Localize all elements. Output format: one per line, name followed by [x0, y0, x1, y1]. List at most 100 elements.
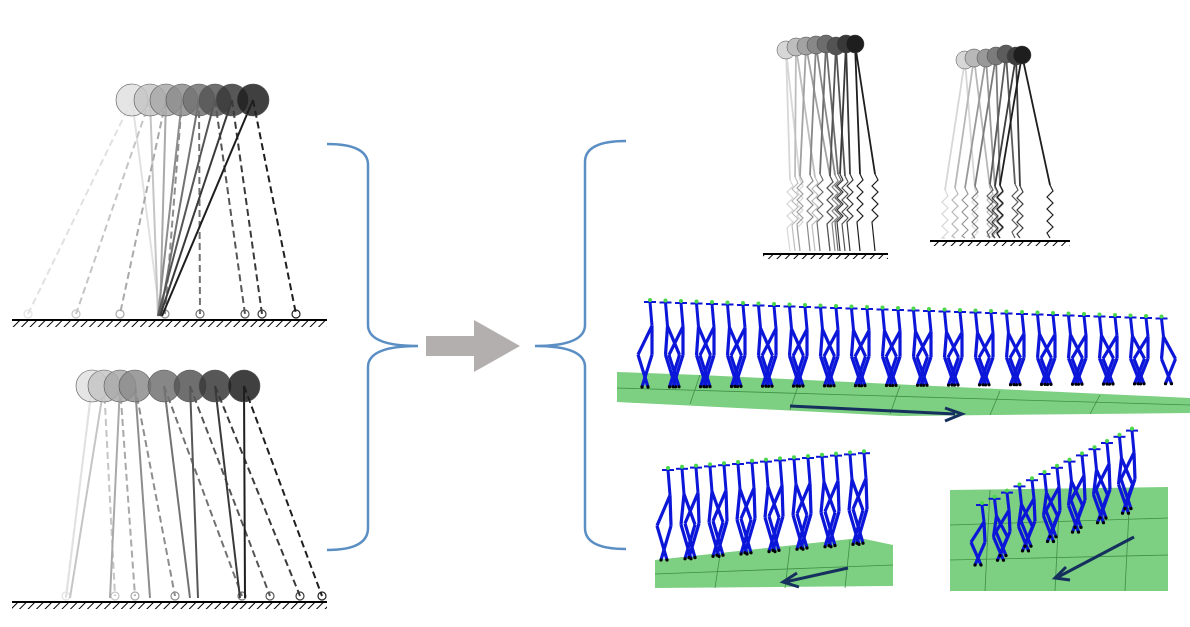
humanoid-shin — [1160, 358, 1173, 385]
leg-rod — [989, 53, 1007, 185]
humanoid-thigh — [864, 478, 869, 510]
humanoid-marker — [973, 308, 978, 313]
humanoid-torso — [1160, 318, 1165, 337]
humanoid-torso — [1129, 317, 1134, 337]
humanoid-thigh — [982, 521, 987, 543]
humanoid-thigh — [994, 509, 1011, 533]
humanoid-foot — [721, 553, 725, 557]
stance-leg — [134, 385, 151, 599]
humanoid-torso — [1144, 317, 1150, 337]
humanoid-shin — [853, 355, 867, 387]
humanoid-foot — [1070, 382, 1075, 386]
humanoid-thigh — [728, 326, 743, 356]
humanoid-shin — [715, 520, 729, 556]
humanoid-thigh — [735, 489, 742, 520]
humanoid-foot — [671, 385, 675, 389]
humanoid-thigh — [694, 326, 701, 356]
stance-leg — [157, 99, 183, 317]
leg-spring — [971, 185, 979, 239]
leg-rod — [999, 54, 1023, 186]
humanoid-torso — [862, 453, 868, 479]
left-bracket — [326, 142, 419, 552]
humanoid-thigh — [729, 327, 747, 357]
humanoid-shin — [1074, 357, 1088, 385]
humanoid-marker — [764, 457, 768, 462]
foot — [240, 309, 250, 319]
humanoid-thigh — [808, 483, 813, 514]
humanoid-torso — [722, 465, 728, 491]
swing-leg — [231, 99, 263, 315]
humanoid-foot — [1073, 525, 1077, 530]
humanoid-marker — [1055, 463, 1059, 468]
humanoid-foot — [823, 545, 827, 549]
humanoid-thigh — [1019, 497, 1036, 522]
foot — [170, 591, 180, 601]
humanoid-shin — [1048, 510, 1062, 538]
humanoid-marker — [1005, 488, 1009, 493]
humanoid-thigh — [1045, 492, 1059, 517]
humanoid-foot — [640, 385, 644, 389]
leg-rod — [854, 43, 876, 175]
humanoid-thigh — [1038, 333, 1053, 359]
ground-hatch — [763, 254, 888, 259]
leg-rod — [829, 45, 837, 177]
humanoid-torso — [1020, 313, 1026, 334]
leg-spring — [836, 173, 844, 252]
humanoid-thigh — [780, 485, 785, 517]
humanoid-foot — [1074, 382, 1078, 386]
humanoid-foot — [1043, 382, 1047, 386]
humanoid-foot — [702, 385, 706, 389]
humanoid-shin — [733, 354, 747, 387]
spring-leg-panel-2 — [930, 44, 1070, 246]
humanoid-foot — [1169, 382, 1174, 386]
humanoid-torso — [820, 456, 826, 483]
stance-leg — [157, 99, 216, 317]
floor-plane — [655, 538, 893, 588]
right-bracket — [534, 139, 627, 551]
leg-rod — [985, 57, 996, 189]
humanoid-torso — [1082, 315, 1088, 336]
humanoid-shin — [998, 531, 1012, 557]
swing-leg — [27, 99, 133, 315]
swing-leg — [189, 385, 271, 597]
humanoid-shin — [764, 355, 778, 387]
humanoid-torso — [1068, 461, 1073, 482]
leg-spring — [1046, 184, 1054, 239]
humanoid-thigh — [696, 492, 701, 524]
hip-mass — [198, 369, 232, 403]
humanoid-foot — [764, 384, 768, 388]
humanoid-foot — [863, 384, 867, 388]
humanoid-torso — [764, 461, 770, 487]
leg-rod — [795, 46, 816, 178]
humanoid-shin — [767, 515, 781, 551]
humanoid-shin — [702, 354, 716, 388]
humanoid-marker — [1128, 313, 1133, 318]
humanoid-torso — [726, 304, 731, 328]
compass-gait-panel-bottom — [12, 369, 327, 609]
humanoid-thigh — [1032, 498, 1037, 522]
humanoid-thigh — [1066, 481, 1074, 506]
humanoid-shin — [827, 510, 841, 547]
humanoid-torso — [679, 302, 685, 327]
humanoid-thigh — [1091, 469, 1099, 495]
humanoid-foot — [827, 544, 831, 548]
humanoid-thigh — [1020, 503, 1034, 528]
humanoid-thigh — [822, 329, 840, 357]
humanoid-foot — [1023, 544, 1027, 548]
foot — [195, 309, 205, 319]
humanoid-marker — [679, 299, 683, 303]
humanoid-foot — [826, 384, 830, 388]
humanoid-marker — [958, 308, 962, 312]
floor-grid — [654, 564, 894, 575]
humanoid-marker — [648, 298, 652, 302]
humanoid-thigh — [1007, 510, 1012, 532]
humanoid-foot — [711, 554, 715, 559]
humanoid-marker — [849, 304, 854, 309]
swing-leg — [75, 99, 151, 315]
hip-mass — [236, 83, 270, 117]
humanoid-foot — [646, 385, 650, 389]
humanoid-thigh — [1066, 334, 1073, 359]
foot — [291, 309, 301, 319]
humanoid-foot — [777, 548, 781, 553]
humanoid-marker — [834, 304, 838, 308]
